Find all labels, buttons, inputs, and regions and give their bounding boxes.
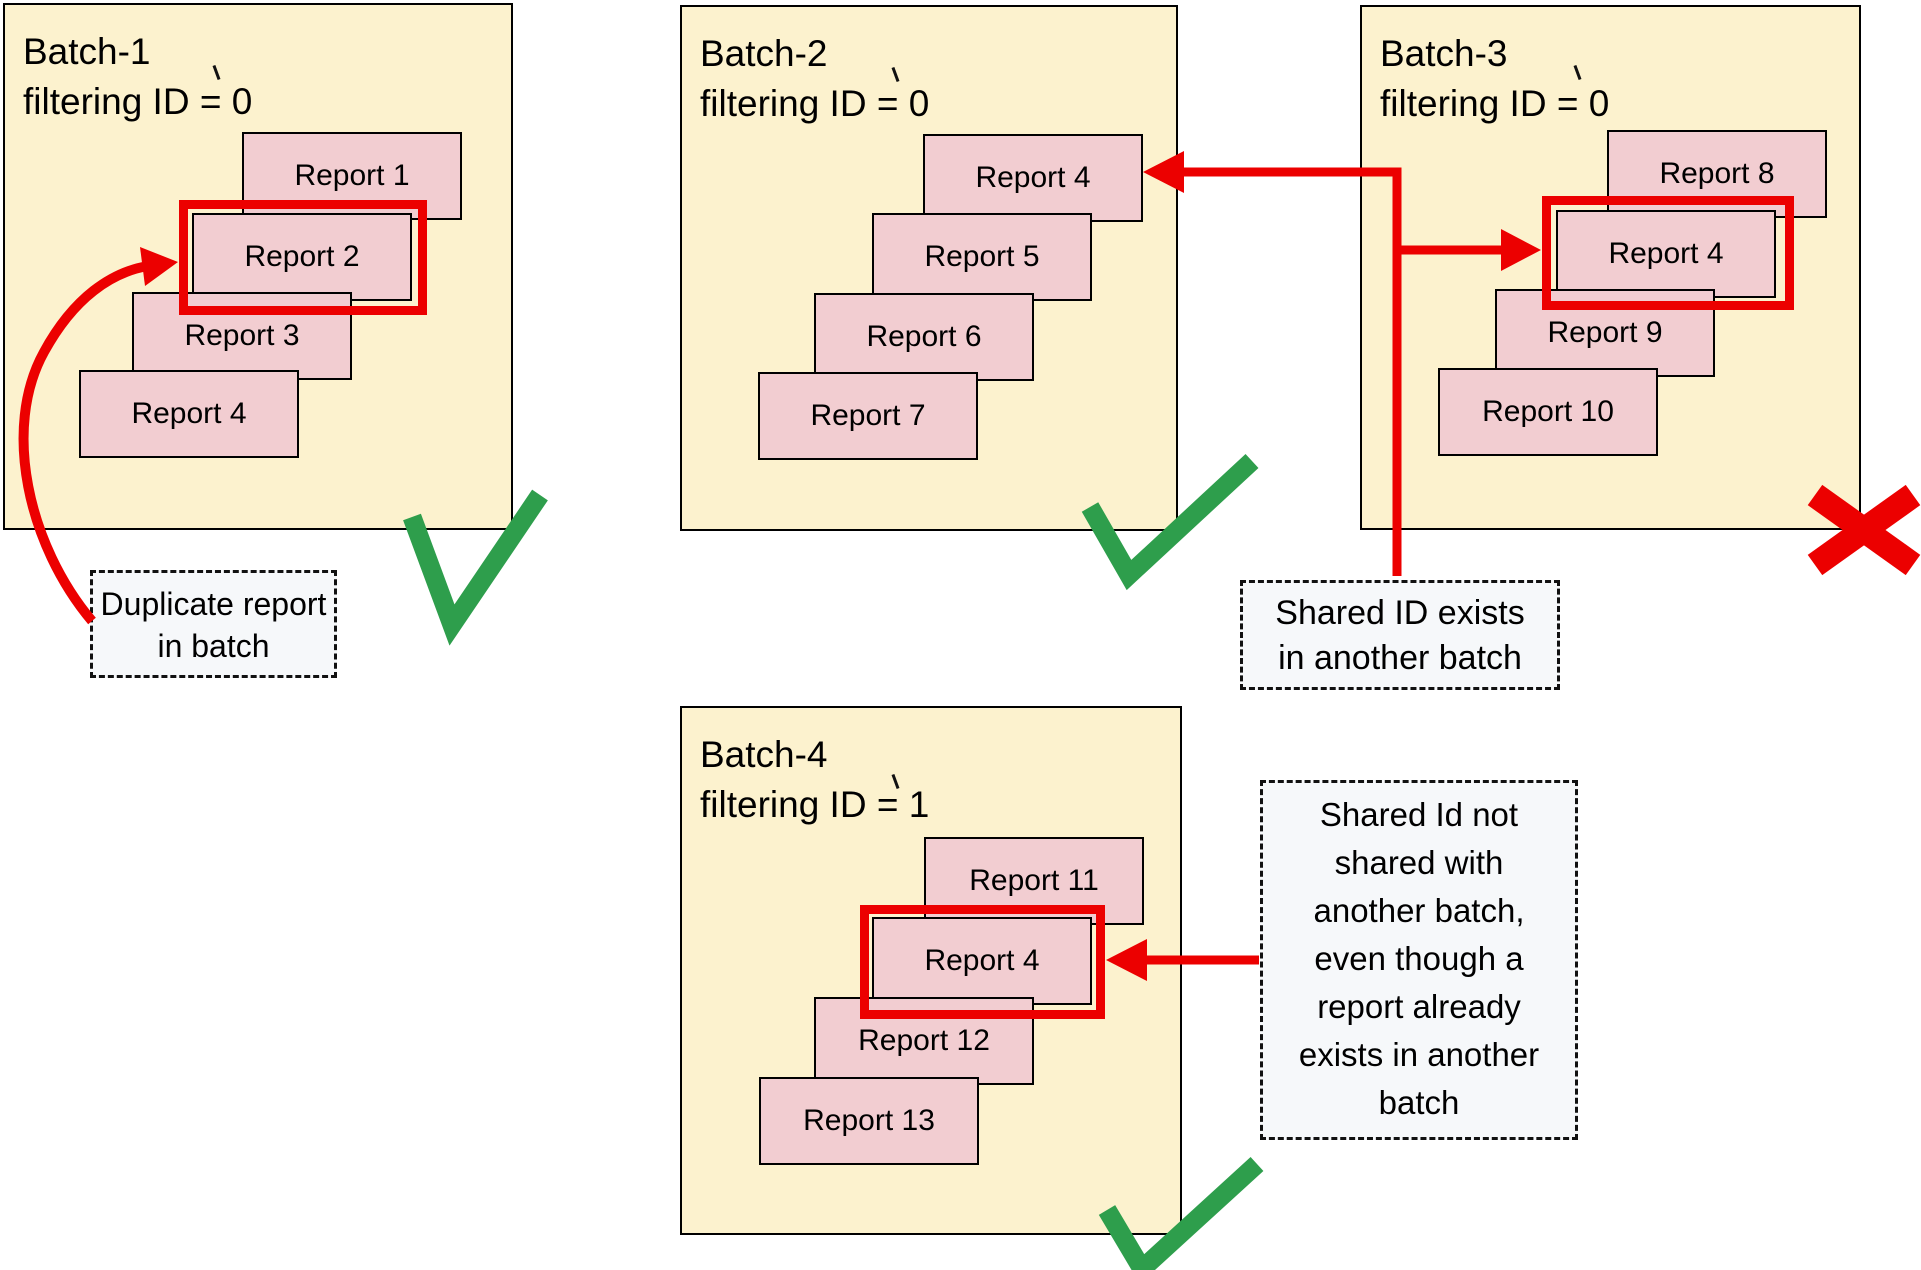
batch-3-filter-id: filtering ID = 0	[1380, 83, 1610, 124]
note-line: another batch,	[1313, 892, 1525, 929]
note-shared-id-not-shared: Shared Id not shared with another batch,…	[1260, 780, 1578, 1140]
highlight-box-duplicate	[179, 200, 427, 315]
report-card: Report 5	[872, 213, 1092, 301]
batch-4-filter-id: filtering ID = 1	[700, 784, 930, 825]
batch-2-filter-id: filtering ID = 0	[700, 83, 930, 124]
highlight-box-shared-conflict	[1542, 196, 1794, 310]
note-line: Shared ID exists	[1275, 594, 1525, 632]
batch-1-filter-id: filtering ID = 0	[23, 81, 253, 122]
batch-3-name: Batch-3	[1380, 33, 1508, 74]
note-duplicate-report: Duplicate report in batch	[90, 570, 337, 678]
batch-4-title: Batch-4 filtering ID = 1	[700, 730, 929, 830]
batch-3-container: Batch-3 filtering ID = 0 Report 8 Report…	[1360, 5, 1861, 530]
report-card: Report 4	[79, 370, 299, 458]
report-card-shared-conflict: Report 4	[1556, 210, 1776, 298]
report-card: Report 10	[1438, 368, 1658, 456]
batch-4-container: Batch-4 filtering ID = 1 Report 11 Repor…	[680, 706, 1182, 1235]
batch-1-title: Batch-1 filtering ID = 0	[23, 27, 252, 127]
note-line: Duplicate report	[100, 586, 327, 622]
report-card: Report 13	[759, 1077, 979, 1165]
note-line: in another batch	[1278, 639, 1522, 677]
highlight-box-not-shared	[860, 905, 1105, 1019]
note-line: even though a	[1314, 940, 1524, 977]
batch-1-container: Batch-1 filtering ID = 0 Report 1 Report…	[3, 3, 513, 530]
batch-2-container: Batch-2 filtering ID = 0 Report 4 Report…	[680, 5, 1178, 531]
batch-3-title: Batch-3 filtering ID = 0	[1380, 29, 1609, 129]
report-card-not-shared: Report 4	[872, 917, 1092, 1005]
note-line: in batch	[157, 628, 270, 664]
batch-2-name: Batch-2	[700, 33, 828, 74]
note-line: Shared Id not	[1319, 796, 1519, 833]
report-card-shared-target: Report 4	[923, 134, 1143, 222]
note-shared-id-exists: Shared ID exists in another batch	[1240, 580, 1560, 690]
note-line: shared with	[1334, 844, 1504, 881]
note-line: batch	[1378, 1084, 1460, 1121]
note-line: report already	[1317, 988, 1521, 1025]
batch-2-title: Batch-2 filtering ID = 0	[700, 29, 929, 129]
report-card: Report 7	[758, 372, 978, 460]
batch-1-name: Batch-1	[23, 31, 151, 72]
report-card: Report 6	[814, 293, 1034, 381]
batch-4-name: Batch-4	[700, 734, 828, 775]
report-card-duplicate: Report 2	[192, 213, 412, 301]
note-line: exists in another	[1298, 1036, 1540, 1073]
